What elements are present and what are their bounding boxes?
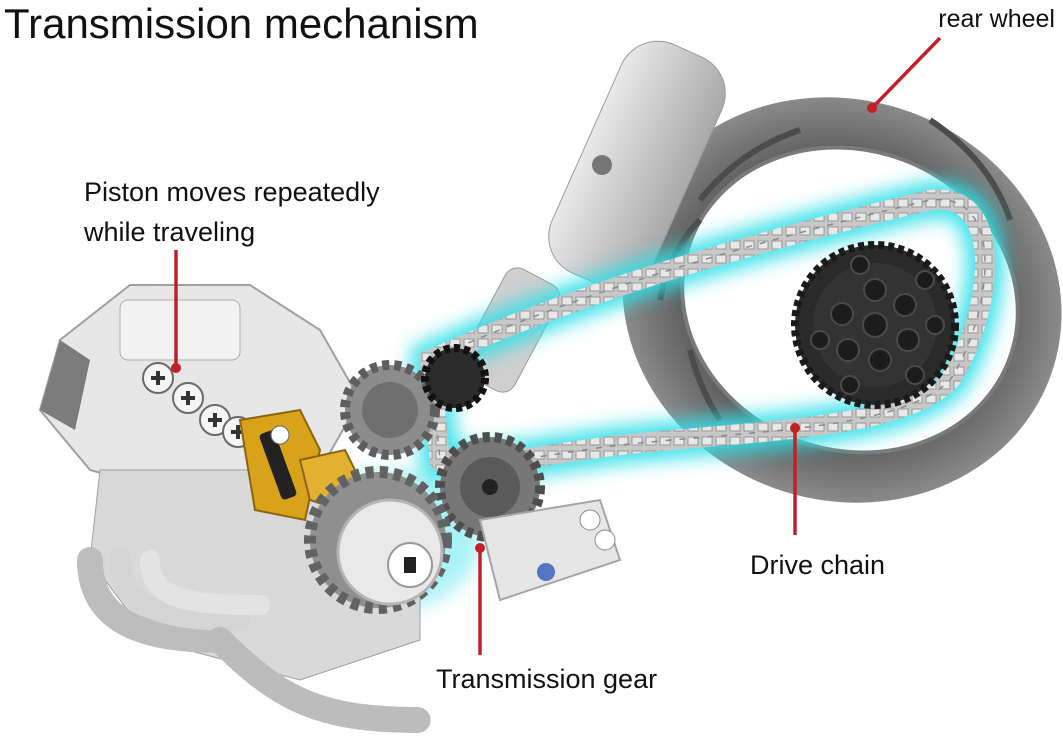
crank-parts: [238, 408, 362, 522]
label-piston-line2: while traveling: [84, 217, 256, 247]
label-drive-chain: Drive chain: [750, 550, 886, 580]
label-rear-wheel: rear wheel: [938, 5, 1055, 33]
callout-dots: [171, 103, 877, 553]
transmission-gears: [304, 344, 545, 614]
rear-sprocket: [791, 241, 959, 409]
frame-brace: [478, 498, 622, 602]
callout-lines: [174, 36, 942, 655]
label-piston-line1: Piston moves repeatedly: [84, 177, 380, 207]
exhaust-pipes: [77, 547, 433, 733]
drive-chain: [419, 189, 995, 474]
callout-rear-wheel: [870, 36, 942, 110]
page-title: Transmission mechanism: [4, 0, 479, 47]
piston-pins: [142, 362, 254, 448]
label-transmission-gear: Transmission gear: [436, 664, 658, 694]
label-piston: Piston moves repeatedly while traveling: [84, 172, 380, 252]
